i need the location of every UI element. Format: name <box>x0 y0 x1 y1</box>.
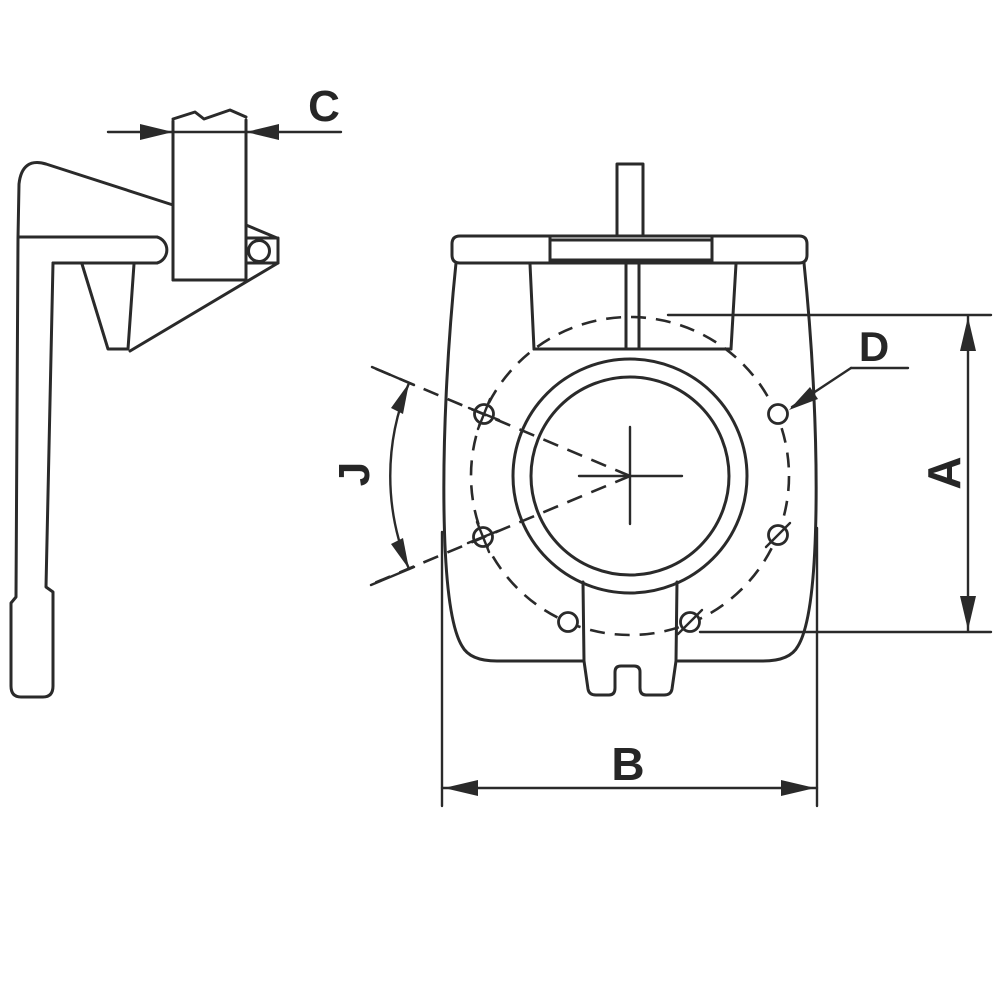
outer-ring-circle <box>511 357 749 595</box>
bracket-hypotenuse <box>128 261 280 353</box>
dim-j-radial-lower-overrun <box>369 565 416 587</box>
dimension-a: A <box>666 313 993 634</box>
dim-c-arrow-left <box>140 124 173 140</box>
dimension-d: D <box>789 323 910 410</box>
recess-left-edge <box>528 262 536 351</box>
front-view-body <box>442 162 818 697</box>
bottom-tab <box>581 580 679 697</box>
dim-j-label: J <box>330 462 379 486</box>
body-outline-left <box>442 261 585 663</box>
dim-c-label: C <box>308 82 340 131</box>
dim-c-arrow-right <box>246 124 279 140</box>
bolt-hole-upper-right <box>767 403 789 425</box>
dim-a-label: A <box>918 456 970 489</box>
stem-break-line <box>171 108 248 121</box>
top-stem <box>615 162 645 238</box>
handle-silhouette <box>9 161 175 699</box>
dim-j-radial-upper-overrun <box>370 365 416 387</box>
bolt-hole-bottom-left <box>557 611 579 633</box>
side-view-lever <box>9 108 280 699</box>
dim-j-radial-lower-dashed <box>371 474 631 586</box>
recess-right-edge <box>729 262 738 351</box>
inner-bore-circle <box>529 375 731 577</box>
dim-b-label: B <box>611 738 644 790</box>
dimension-c: C <box>106 82 343 140</box>
dim-b-arrow-left <box>444 780 478 796</box>
top-flange <box>450 234 809 265</box>
bolt-hole-mid-right-slash <box>764 521 792 549</box>
dim-j-arrow-upper <box>391 383 409 414</box>
dimension-b: B <box>440 526 819 808</box>
bolt-circle-dashed <box>469 315 791 637</box>
dim-d-arrowhead <box>789 387 818 410</box>
dim-j-arrow-lower <box>391 538 409 569</box>
dim-j-radial-upper-dashed <box>373 366 631 478</box>
pivot-pin-circle <box>247 239 271 263</box>
body-outline-right <box>676 261 818 663</box>
dim-a-arrow-top <box>960 317 976 351</box>
dim-b-arrow-right <box>781 780 815 796</box>
dim-d-label: D <box>859 323 889 370</box>
dimension-j: J <box>330 365 631 587</box>
gusset-leg <box>80 262 136 351</box>
pivot-pin-box <box>245 236 280 265</box>
pivot-bar-round-cap <box>155 235 169 265</box>
bolt-hole-bottom-right-slash <box>676 608 704 636</box>
dim-a-arrow-bottom <box>960 596 976 630</box>
pivot-top-chamfer <box>244 223 279 240</box>
